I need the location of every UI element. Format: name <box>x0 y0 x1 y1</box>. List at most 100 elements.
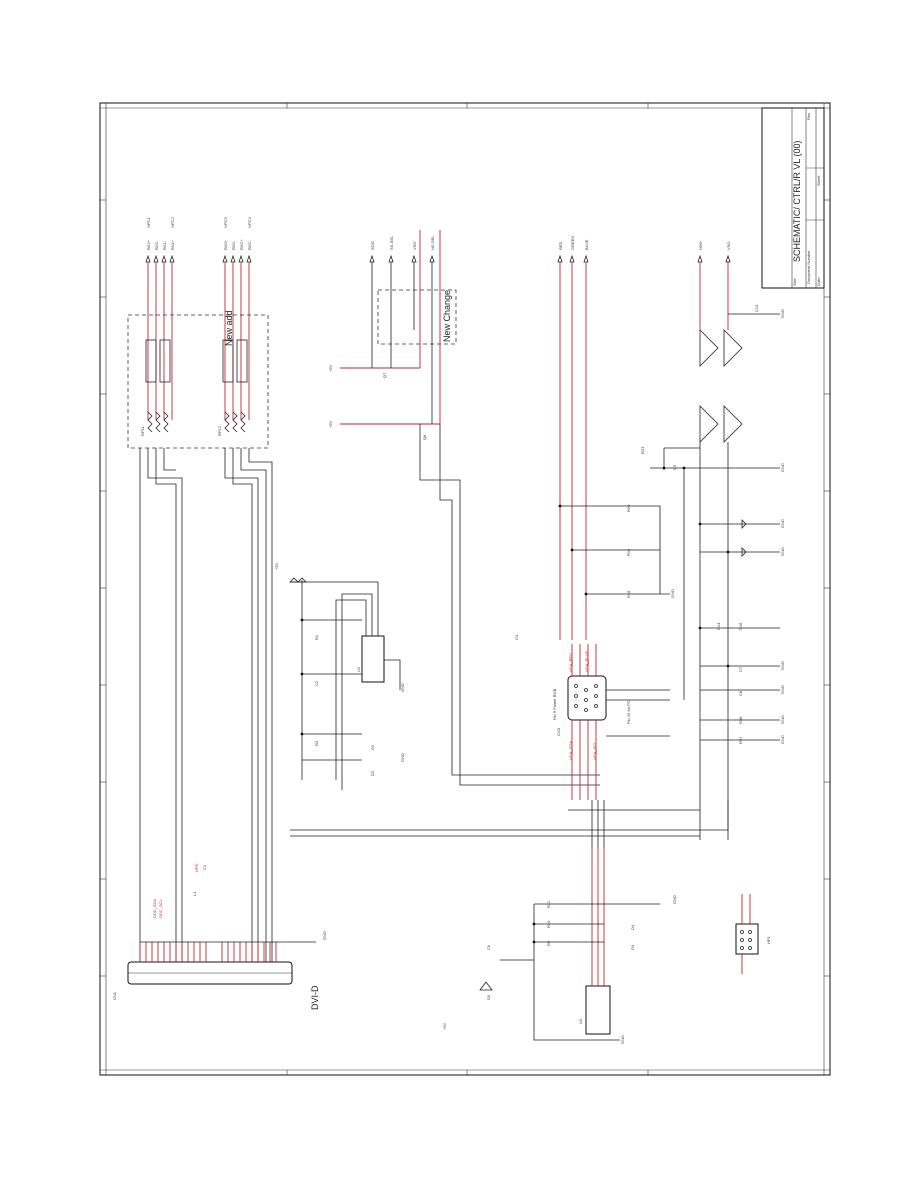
svg-text:C1: C1 <box>202 864 207 870</box>
svg-text:GND: GND <box>400 683 405 692</box>
svg-text:GND: GND <box>780 685 785 694</box>
small-header: HP1 <box>735 894 771 974</box>
svg-text:GND: GND <box>322 931 327 940</box>
svg-text:VSO: VSO <box>726 242 731 250</box>
svg-text:HS-SEL: HS-SEL <box>430 235 435 250</box>
q7-label: Q7 <box>382 372 387 378</box>
new-add-region <box>127 314 269 449</box>
svg-text:VGA_RED: VGA_RED <box>568 653 573 672</box>
svg-text:GND: GND <box>672 895 677 904</box>
svg-text:R18: R18 <box>626 590 631 598</box>
svg-text:GND: GND <box>780 463 785 472</box>
resistor-array-1: RP11 RP12 <box>140 339 248 436</box>
svg-text:CN1: CN1 <box>112 991 117 1000</box>
svg-text:HP1: HP1 <box>766 935 771 944</box>
pin-note-2: Pin 15 for PC <box>626 700 631 724</box>
svg-text:R11: R11 <box>546 900 551 908</box>
svg-text:C13: C13 <box>754 304 759 312</box>
dvi-connector: CN1 DVI-D GND <box>112 931 327 1010</box>
svg-text:R10: R10 <box>546 920 551 928</box>
svg-text:C8: C8 <box>738 690 743 696</box>
svg-text:NPC3: NPC3 <box>223 217 228 228</box>
u2-label: U2 <box>578 1018 583 1024</box>
svg-text:VGA_SDA: VGA_SDA <box>568 741 573 760</box>
svg-text:RED: RED <box>558 241 563 250</box>
pin-note-1: Pin 9 Power RGB <box>552 688 557 720</box>
svg-text:GREEN: GREEN <box>570 236 575 250</box>
title-date-label: Date: <box>816 276 821 286</box>
svg-text:R19: R19 <box>626 548 631 556</box>
svg-text:D4: D4 <box>630 924 635 930</box>
new-change-label: New Change <box>442 290 452 342</box>
svg-text:DDC_SDA: DDC_SDA <box>152 899 157 918</box>
svg-text:RXC-: RXC- <box>247 240 252 250</box>
svg-text:R3: R3 <box>314 740 319 746</box>
op-amp-section: GND GND HSO VSO <box>650 241 785 840</box>
title-docnum-label: Document Number <box>806 250 811 284</box>
svg-text:GND: GND <box>780 661 785 670</box>
svg-text:NPC2: NPC2 <box>170 217 175 228</box>
svg-text:NPC1: NPC1 <box>146 217 151 228</box>
svg-text:RX1+: RX1+ <box>170 239 175 250</box>
svg-text:GND: GND <box>780 547 785 556</box>
svg-text:C5: C5 <box>672 464 677 470</box>
svg-text:D3: D3 <box>630 944 635 950</box>
svg-text:RX1-: RX1- <box>162 240 167 250</box>
svg-text:VSO: VSO <box>412 242 417 250</box>
svg-text:RX0-: RX0- <box>231 240 236 250</box>
svg-text:L1: L1 <box>192 891 197 896</box>
protection-column: GND GND GND GND GND GND <box>700 519 785 744</box>
svg-text:GND: GND <box>780 309 785 318</box>
svg-text:RP11: RP11 <box>140 426 145 436</box>
svg-text:HSO: HSO <box>698 241 703 250</box>
svg-text:DDC_SCL: DDC_SCL <box>158 899 163 918</box>
svg-text:HPD: HPD <box>194 863 199 872</box>
svg-text:U1: U1 <box>356 666 361 672</box>
svg-text:R38: R38 <box>738 716 743 724</box>
svg-text:VGA_SCL: VGA_SCL <box>592 741 597 760</box>
svg-text:C7: C7 <box>738 666 743 672</box>
vga-net-labels: VGA_RED VGA_BLUE VGA_SDA VGA_SCL DDC_SDA… <box>152 651 597 918</box>
vga-connector: CN3 Pin 9 Power RGB Pin 15 for PC <box>552 644 670 800</box>
sheet-frame <box>99 102 831 1076</box>
title-size-label: Size <box>792 277 797 286</box>
svg-text:NPC4: NPC4 <box>247 217 252 228</box>
zone-ticks <box>100 103 830 1075</box>
svg-text:D5: D5 <box>486 994 491 1000</box>
svg-text:D2: D2 <box>370 770 375 776</box>
svg-text:GND: GND <box>400 753 405 762</box>
svg-text:GND: GND <box>780 519 785 528</box>
svg-text:GND: GND <box>670 589 675 598</box>
junction-dots <box>300 466 730 944</box>
svg-text:R1: R1 <box>314 634 319 640</box>
svg-text:C4: C4 <box>514 634 519 640</box>
rgb-input-lines: RED GREEN BLUE GND <box>557 236 675 640</box>
q8-label: Q8 <box>422 434 427 440</box>
new-add-label: New add <box>224 310 234 346</box>
vga-ref: CN3 <box>556 727 561 736</box>
u1-eeprom: U1 GND GND +5V <box>274 562 405 790</box>
svg-text:RX2+: RX2+ <box>146 239 151 250</box>
svg-text:C2: C2 <box>314 680 319 686</box>
svg-text:R37: R37 <box>738 736 743 744</box>
svg-text:SS-SEL: SS-SEL <box>389 235 394 250</box>
svg-text:R14: R14 <box>716 622 721 630</box>
svg-text:RP12: RP12 <box>217 425 222 436</box>
svg-text:+5V: +5V <box>442 1022 447 1030</box>
lower-bus <box>290 800 729 837</box>
svg-text:+5V: +5V <box>274 562 279 570</box>
svg-text:RX2-: RX2- <box>154 240 159 250</box>
q-transistors: Q7 Q8 +5V +5V SOG SS-SEL VSO HS-SEL <box>328 230 600 786</box>
u2-eeprom: U2 GND GND +5V <box>442 800 677 1044</box>
svg-text:GND: GND <box>780 735 785 744</box>
svg-text:R9: R9 <box>546 940 551 946</box>
svg-text:RX0+: RX0+ <box>223 239 228 250</box>
svg-text:R23: R23 <box>640 446 645 454</box>
sheet-title: SCHEMATIC/ CTRL/R VL (00) <box>792 140 802 262</box>
dvi-net-connectors: RX2+ RX2- RX1- RX1+ RX0+ RX0- RXC+ RXC- … <box>145 217 252 420</box>
svg-text:SOG: SOG <box>370 241 375 250</box>
svg-text:GND: GND <box>780 715 785 724</box>
title-rev: Rev <box>806 113 811 120</box>
component-labels: L1 C1 R1 C2 R3 D1 D2 C4 R20 R19 R18 C5 R… <box>192 304 759 1000</box>
